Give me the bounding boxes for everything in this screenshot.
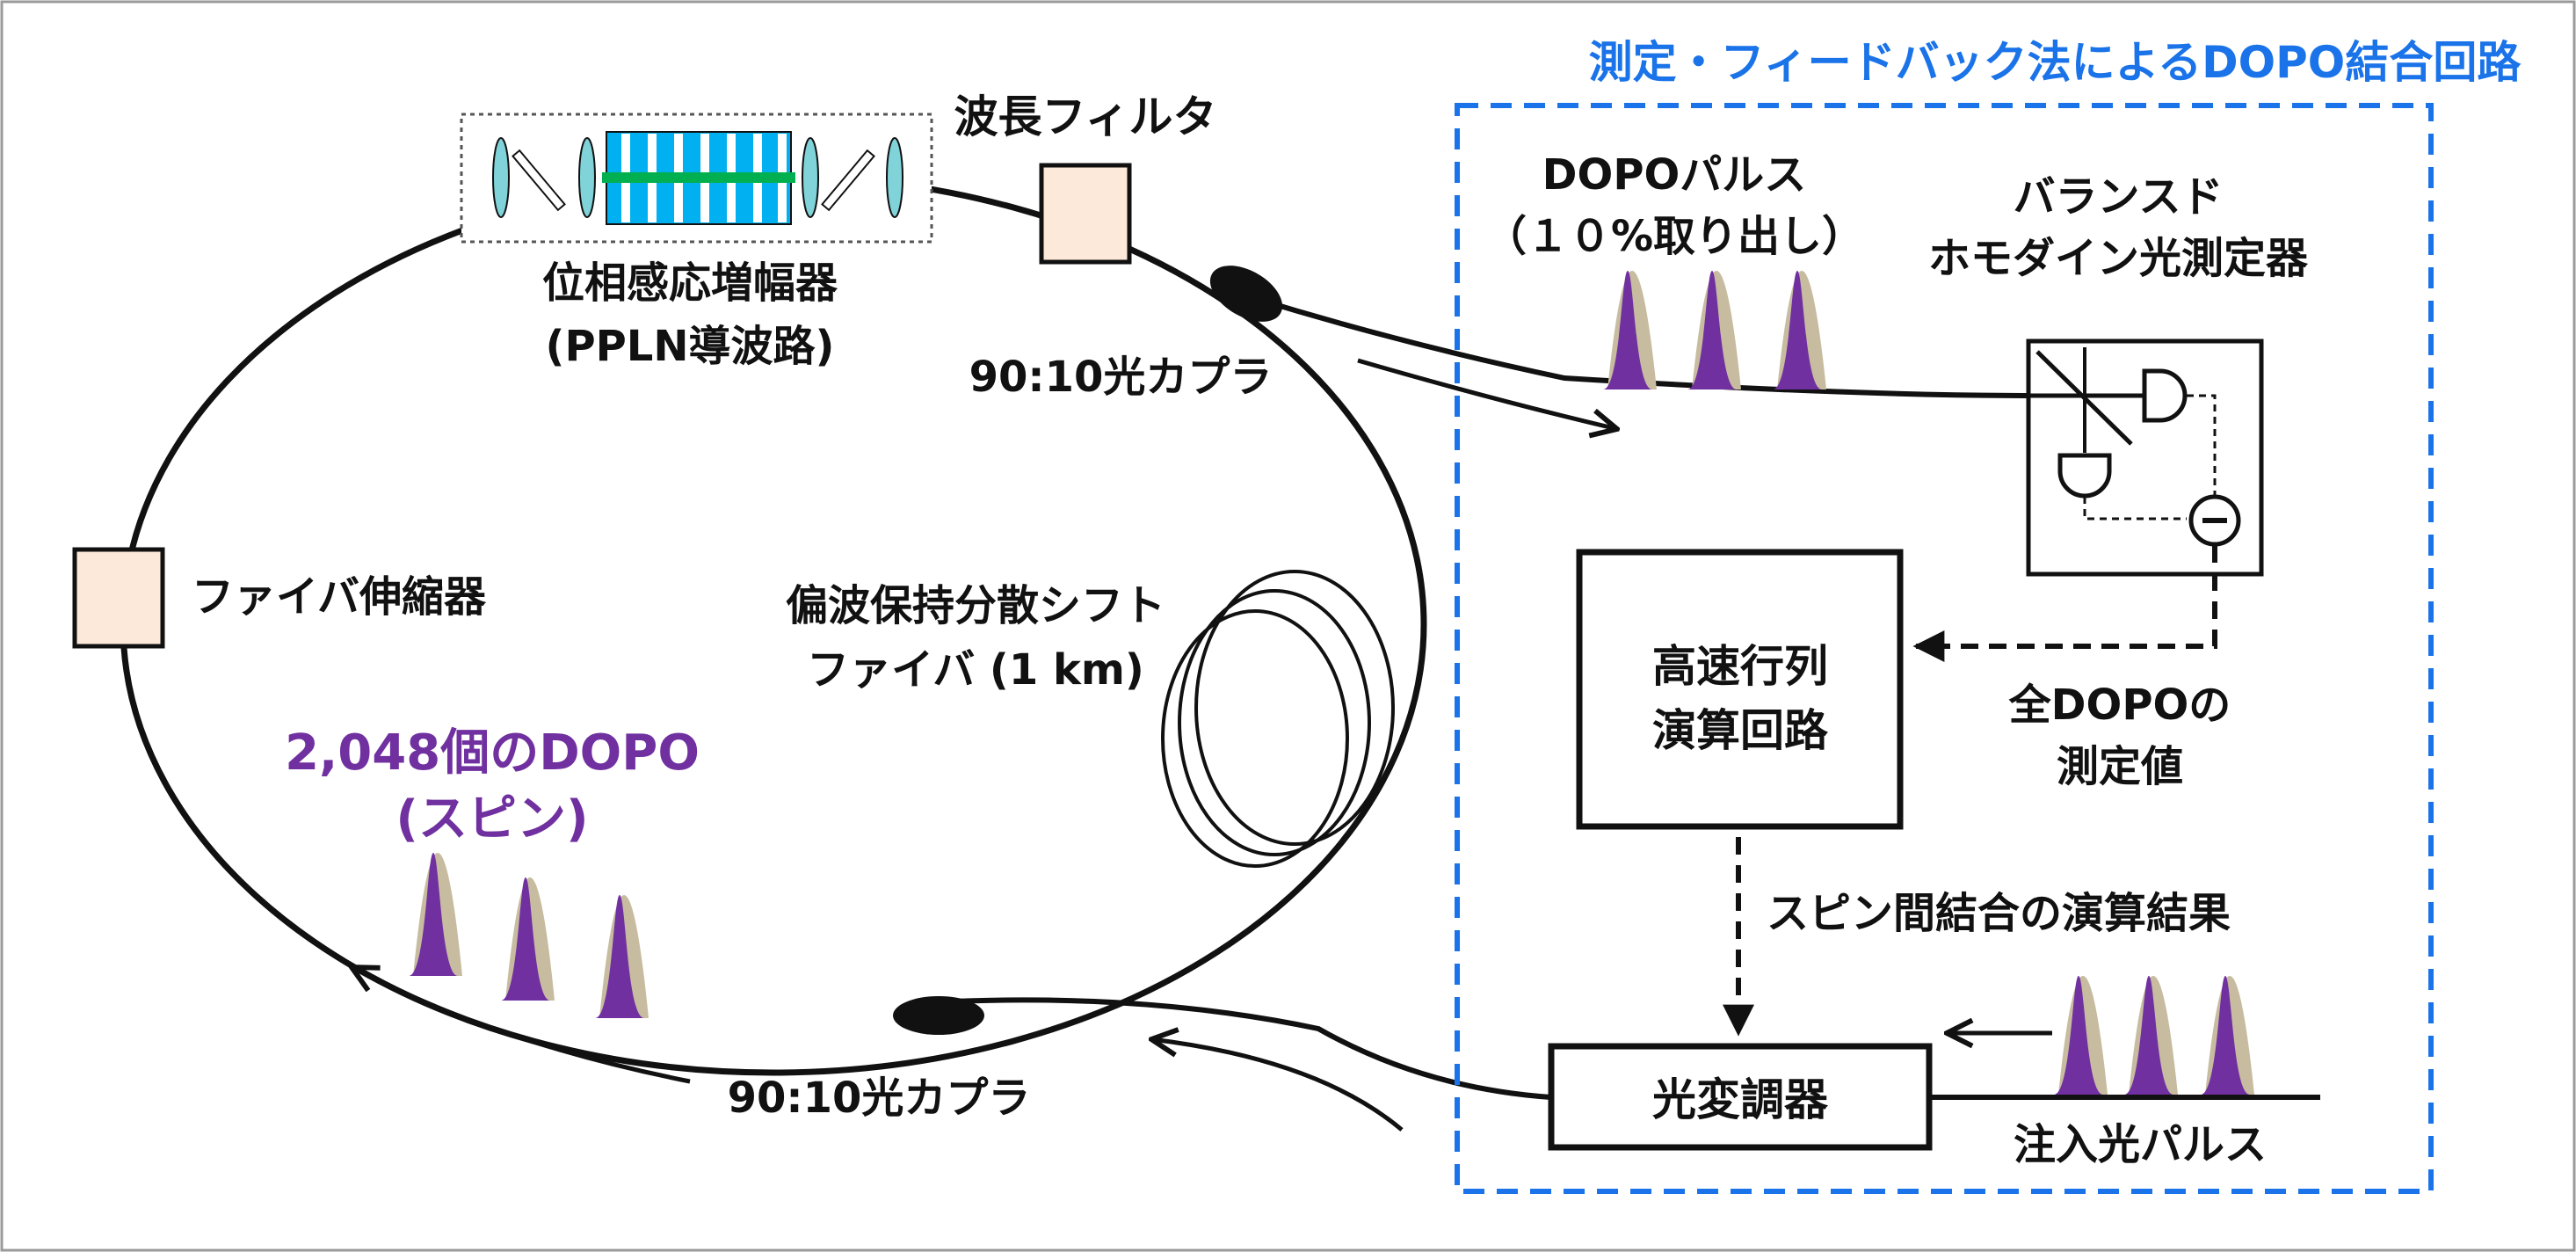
fpga-label: 高速行列: [1652, 641, 1828, 692]
psa-sub-label: (PPLN導波路): [546, 322, 835, 371]
fiber-stretcher-box: [72, 547, 165, 649]
balanced-homodyne-detector: [2013, 338, 2264, 577]
psa-label: 位相感応増幅器: [542, 258, 838, 308]
output-arrow: [1357, 358, 1617, 429]
extracted-pulse-3: [1773, 271, 1822, 389]
photodiode-icon: [2142, 368, 2188, 423]
injection-pulses: [2054, 976, 2254, 1095]
ring-pulse-1: [409, 853, 458, 976]
circulation-arrow: [352, 967, 691, 1084]
output-fiber: [1256, 296, 2040, 398]
feedback-circuit-box: [1455, 103, 2434, 1194]
modulator-box: [1548, 1043, 1933, 1151]
injection-pulse-2: [2124, 976, 2173, 1095]
all-dopo-sub-label: 測定値: [2057, 742, 2183, 791]
extracted-pulses: [1603, 271, 1826, 389]
coupler-top: [1209, 266, 1283, 322]
bhd-sub-label: ホモダイン光測定器: [1928, 234, 2309, 283]
coupler-top-label: 90:10光カプラ: [969, 353, 1273, 402]
extracted-pulse-1: [1603, 271, 1652, 389]
coupler-bottom: [893, 996, 984, 1035]
mirror-right: [821, 149, 875, 212]
bhd-wire-bottom: [2083, 497, 2187, 520]
bhd-label: バランスド: [2013, 172, 2223, 222]
dopo-pulse-label: DOPOパルス: [1542, 150, 1807, 200]
dsf-fiber-spool: [1161, 570, 1395, 868]
pm-dsf-label: 偏波保持分散シフト: [786, 581, 1165, 630]
lens-right-outer: [886, 137, 903, 218]
pm-dsf-sub-label: ファイバ (1 km): [807, 645, 1144, 695]
fiber-stretcher-label: ファイバ伸縮器: [192, 572, 487, 622]
photodiode-icon-2: [2057, 453, 2112, 499]
injection-pulse-1: [2054, 976, 2103, 1095]
wavelength-filter-box: [1039, 163, 1132, 265]
mirror-left: [512, 149, 566, 212]
fpga-sub-label: 演算回路: [1652, 705, 1829, 756]
coupler-bottom-label: 90:10光カプラ: [728, 1074, 1031, 1123]
dopo-spin-label: (スピン): [395, 790, 588, 848]
ring-pulses: [409, 853, 649, 1018]
extracted-pulse-2: [1687, 271, 1737, 389]
injection-pulse-label: 注入光パルス: [2014, 1120, 2267, 1169]
lens-left-inner: [578, 137, 596, 218]
lens-left-outer: [492, 137, 510, 218]
phase-sensitive-amplifier: [460, 113, 933, 244]
lens-right-inner: [802, 137, 819, 218]
ppln-waveguide-core: [602, 172, 795, 183]
dopo-pulse-sub-label: （１０%取り出し）: [1484, 212, 1864, 261]
feedback-title: 測定・フィードバック法によるDOPO結合回路: [1589, 37, 2522, 88]
modulator-label: 光変調器: [1652, 1074, 1829, 1125]
ring-pulse-3: [595, 895, 644, 1018]
ring-pulse-2: [501, 877, 550, 1001]
injection-arrow: [1151, 1039, 1404, 1132]
wavelength-filter-label: 波長フィルタ: [954, 91, 1217, 142]
all-dopo-label: 全DOPOの: [2008, 681, 2231, 730]
bhd-wire-right: [2187, 394, 2217, 497]
injection-pulse-3: [2201, 976, 2250, 1095]
measurement-arrow: [1912, 545, 2217, 662]
spin-coupling-label: スピン間結合の演算結果: [1767, 889, 2231, 938]
dopo-count-label: 2,048個のDOPO: [285, 724, 700, 782]
fpga-box: [1576, 549, 1904, 830]
injection-fiber: [931, 997, 1552, 1100]
